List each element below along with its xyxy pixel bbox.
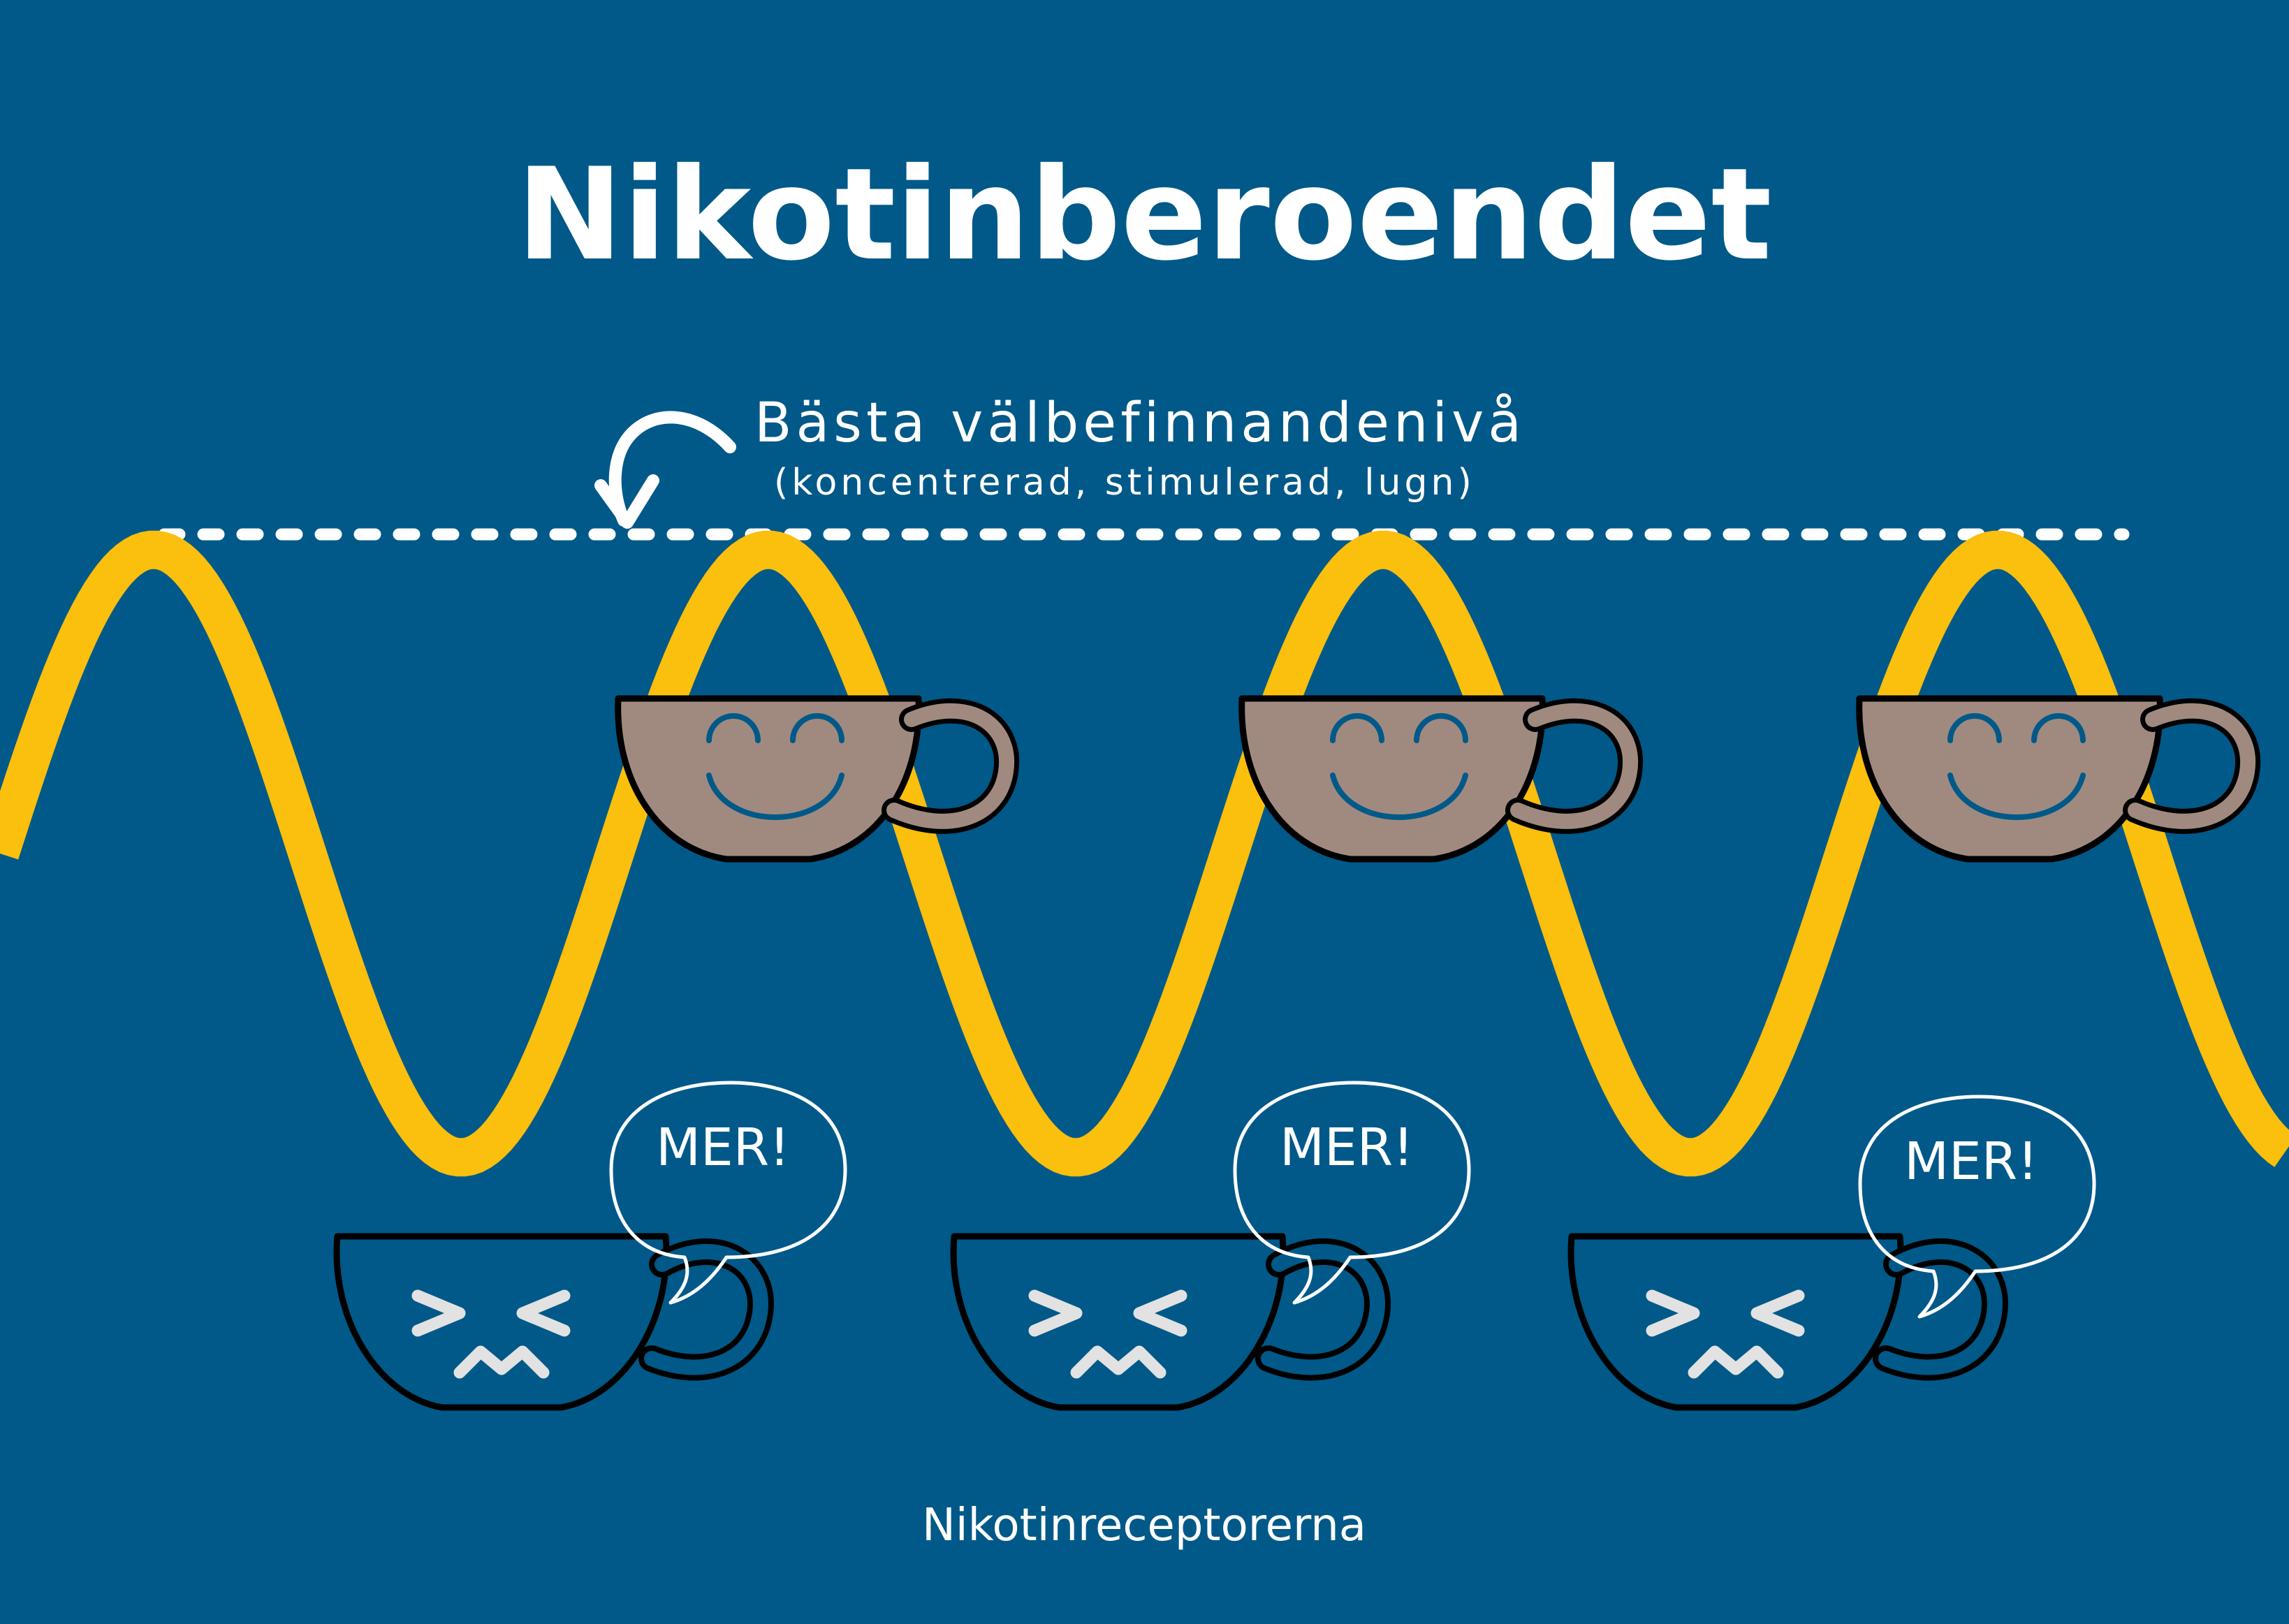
page-title: Nikotinberoendet [516, 140, 1771, 288]
wellbeing-wave [0, 530, 2289, 1177]
happy-cup-icon [1859, 698, 2248, 859]
speech-bubble-text: MER! [1280, 1118, 1414, 1178]
sad-cup-icon [953, 1236, 1377, 1407]
curved-arrow-head [594, 474, 659, 529]
speech-bubble-text: MER! [1904, 1132, 2038, 1192]
curved-arrow-icon [608, 411, 736, 527]
sad-cup-icon [1571, 1236, 1995, 1407]
footer-label: Nikotinreceptorerna [922, 1500, 1366, 1551]
happy-cup-icon [1242, 698, 1630, 859]
speech-bubble-text: MER! [656, 1118, 790, 1178]
happy-cup-icon [618, 698, 1007, 859]
sad-cup-icon [337, 1236, 761, 1407]
best-level-sublabel: (koncentrerad, stimulerad, lugn) [774, 462, 1475, 504]
best-level-label: Bästa välbefinnandenivå [754, 392, 1526, 455]
